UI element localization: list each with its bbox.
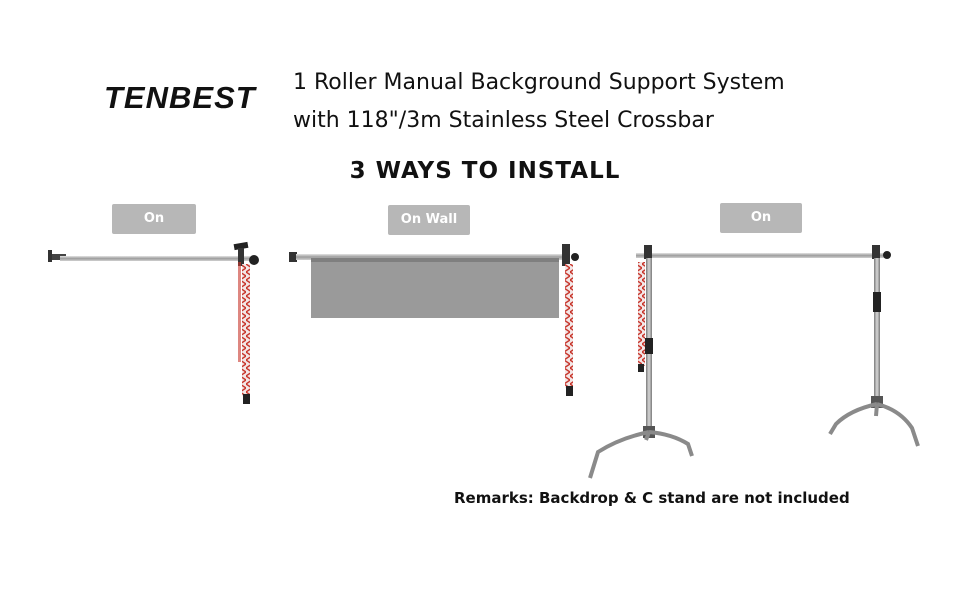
install-headline: 3 WAYS TO INSTALL <box>349 158 621 184</box>
wall-mount-illustration <box>289 244 579 396</box>
label-on-stand: On Stand <box>720 203 802 255</box>
label-on-ceiling: On Ceiling <box>112 204 196 256</box>
title-line-2: with 118"/3m Stainless Steel Crossbar <box>293 108 714 133</box>
stand-mount-illustration <box>588 245 920 479</box>
backdrop-paper <box>311 258 559 318</box>
product-title: 1 Roller Manual Background Support Syste… <box>293 64 785 140</box>
ceiling-mount-illustration <box>48 241 259 404</box>
brand-logo: TENBEST <box>104 80 256 115</box>
remarks-note: Remarks: Backdrop & C stand are not incl… <box>454 489 850 507</box>
title-line-1: 1 Roller Manual Background Support Syste… <box>293 70 785 95</box>
label-on-wall: On Wall <box>388 205 470 235</box>
